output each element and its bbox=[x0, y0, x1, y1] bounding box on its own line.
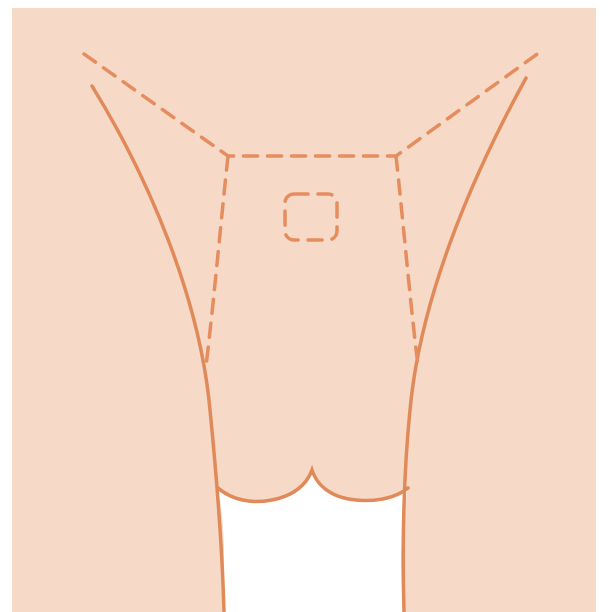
right-leg-outline bbox=[401, 76, 528, 612]
bikini-area-dashed-outline bbox=[82, 50, 542, 368]
small-patch-dashed-square bbox=[283, 192, 339, 242]
left-leg-outline bbox=[90, 84, 226, 612]
body-silhouette bbox=[12, 8, 596, 612]
crotch-curve bbox=[216, 464, 410, 504]
